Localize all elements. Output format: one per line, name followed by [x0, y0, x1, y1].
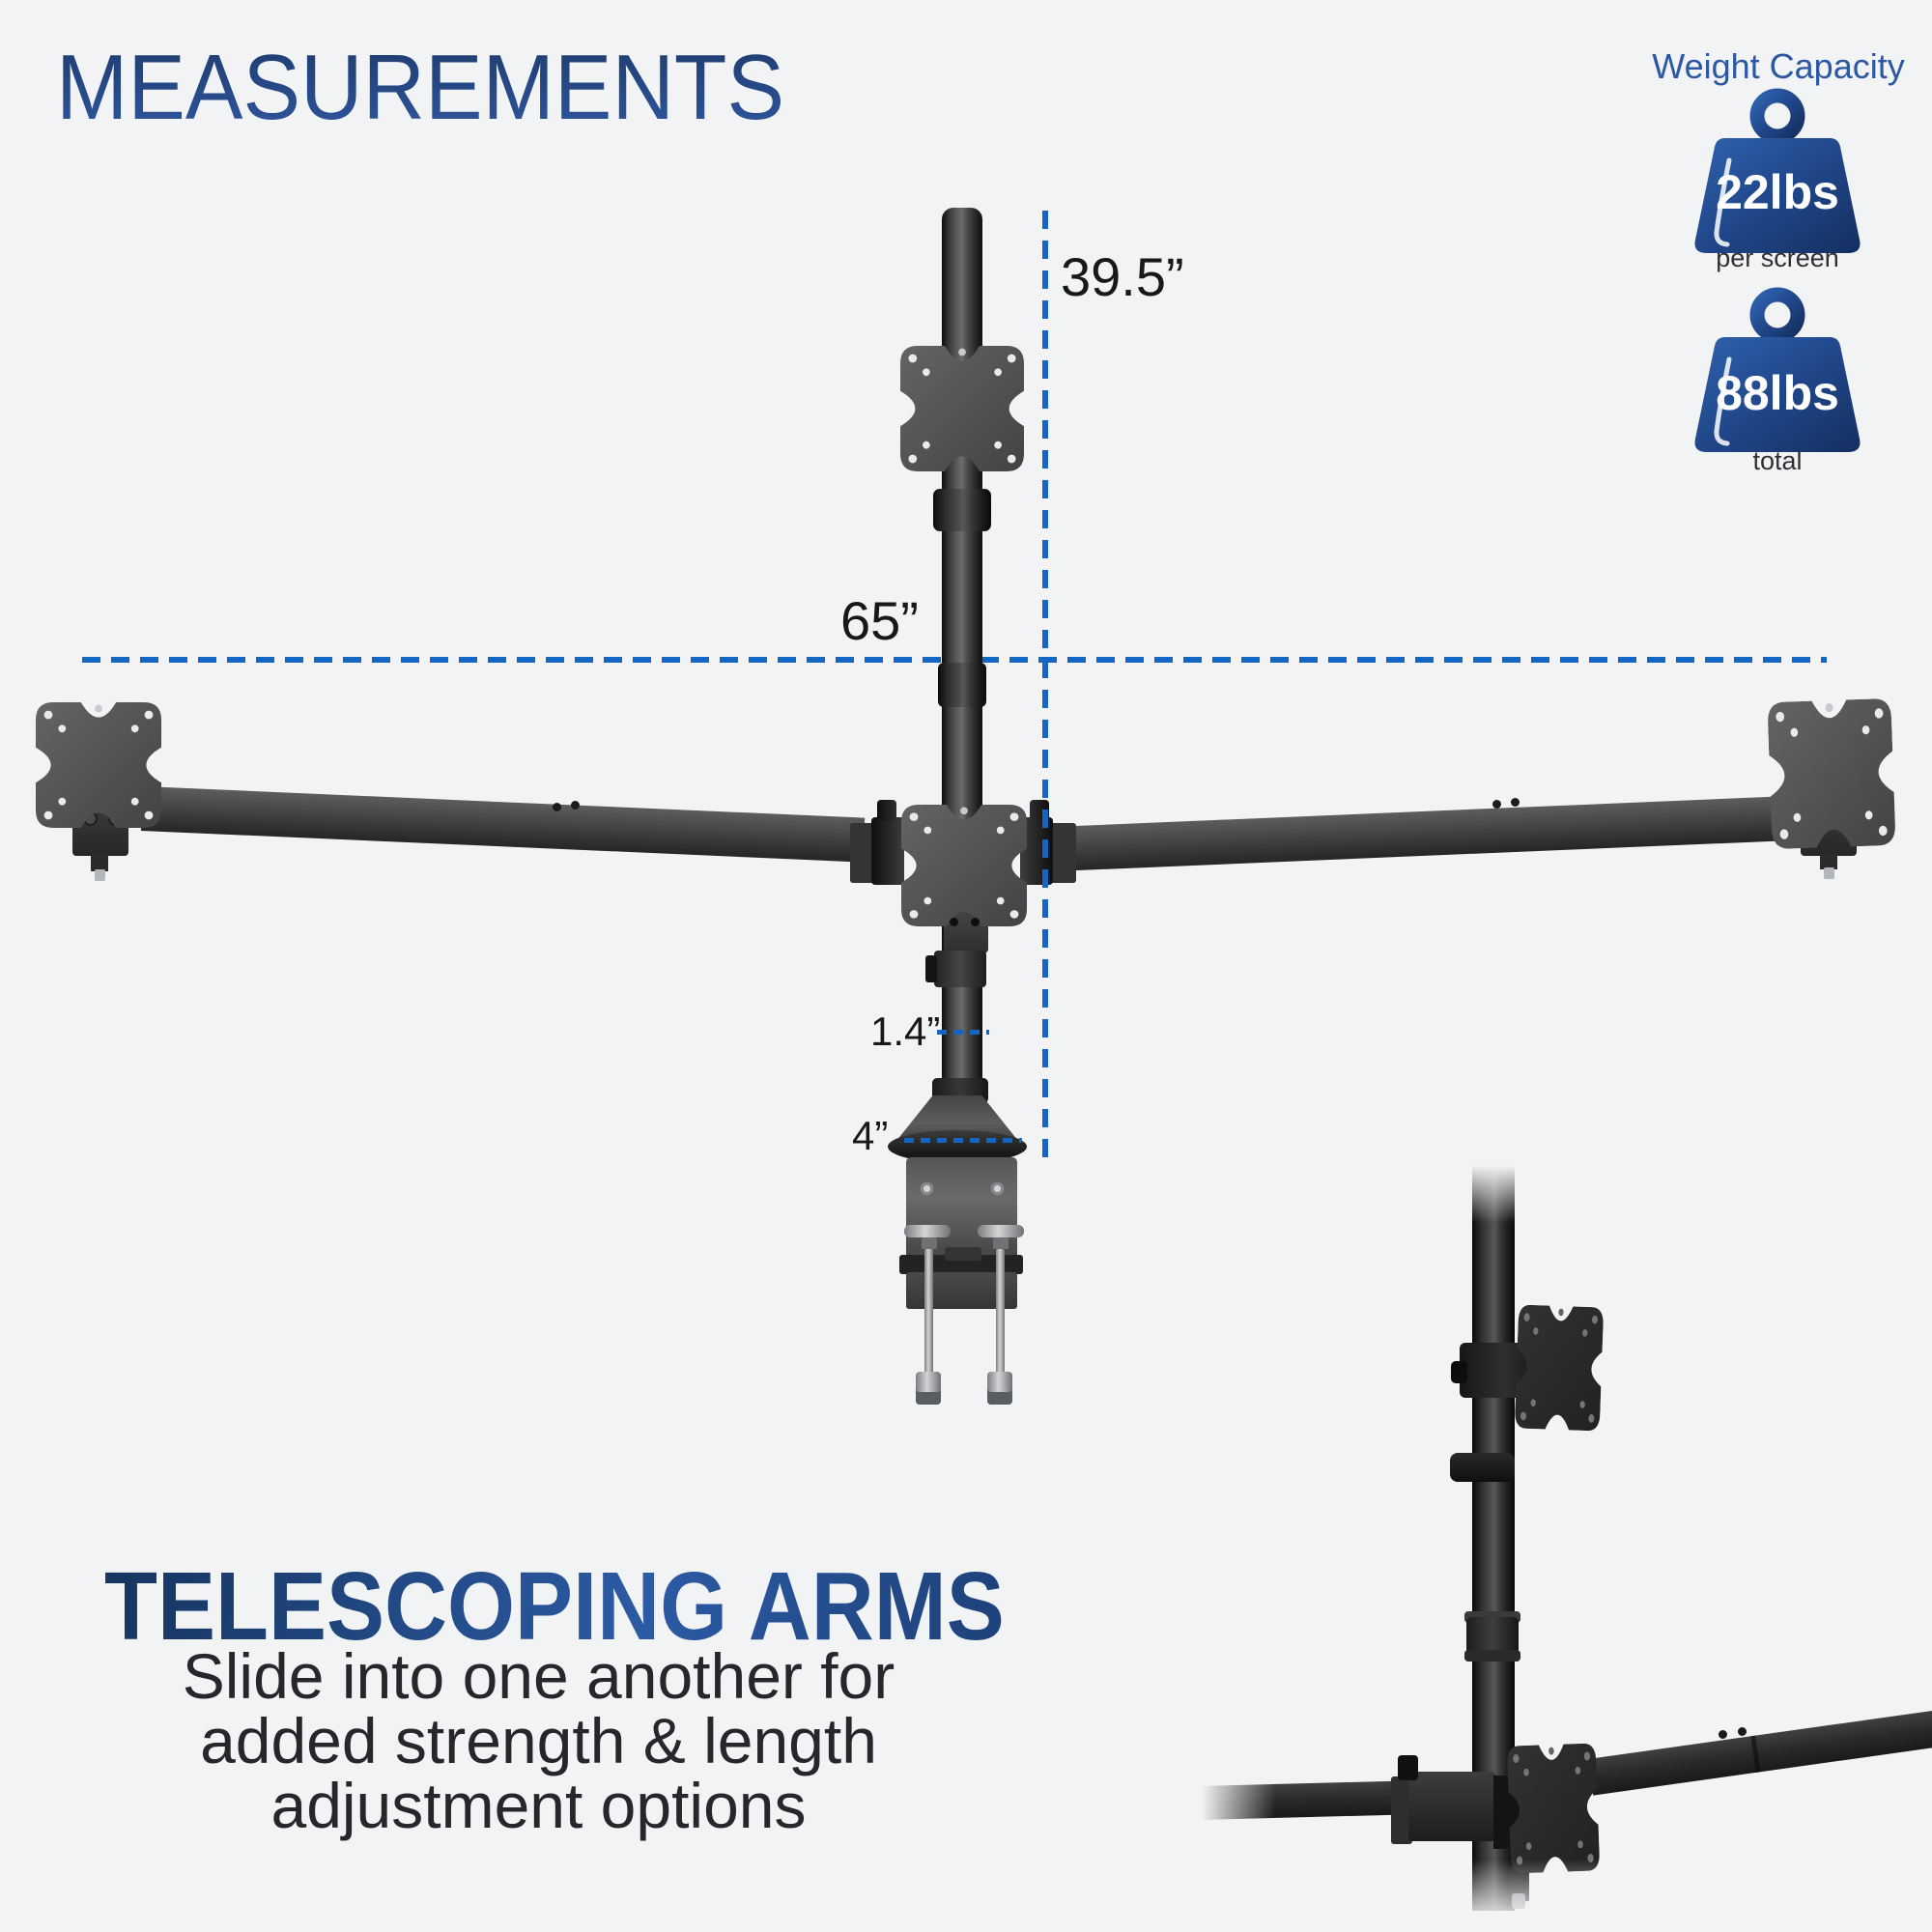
arm-bolt [1511, 798, 1520, 807]
arm-telescope-seam [1750, 1735, 1761, 1773]
bracket-stem-bolt [95, 869, 105, 881]
bracket-stem [1820, 854, 1837, 869]
height-dimension-line [1042, 211, 1048, 1165]
weight-per-screen-value: 22lbs [1716, 165, 1839, 219]
weight-per-screen-label: per screen [1716, 243, 1839, 272]
description-line: adjustment options [270, 1770, 807, 1841]
clamp-width-label: 4” [852, 1113, 889, 1158]
total-width-label: 65” [840, 590, 919, 651]
description-line: Slide into one another for [182, 1640, 895, 1712]
telescoping-description: Slide into one another for added strengt… [106, 1644, 971, 1838]
screw-collar [922, 1237, 937, 1249]
sleeve-clip [925, 955, 937, 982]
vesa-plate-left [36, 702, 161, 828]
clamp-hole [921, 1182, 933, 1195]
clamp-hinge-knob [1451, 1361, 1467, 1383]
closeup-bolt-tip [1512, 1893, 1525, 1909]
clamp-hole [991, 1182, 1004, 1195]
bracket-hole [971, 918, 980, 926]
vesa-plate-center [901, 805, 1027, 926]
bracket-stem-bolt [1824, 867, 1834, 879]
clamp-screw-rod [924, 1249, 933, 1377]
weight-total-value: 88lbs [1716, 366, 1839, 420]
pole-diameter-label: 1.4” [870, 1009, 941, 1054]
right-arm-end-plate [1049, 823, 1076, 883]
bracket-hole [950, 918, 958, 926]
description-line: added strength & length [200, 1705, 877, 1776]
arm-bolt [1492, 800, 1501, 809]
clamp-screw-rod [996, 1249, 1005, 1377]
arm-bolt [1738, 1727, 1747, 1736]
telescoping-title: TELESCOPING ARMS [104, 1552, 1005, 1661]
closeup-arm-end-plate [1391, 1776, 1412, 1844]
clamp-screw-handle [978, 1225, 1024, 1237]
arm-bolt [1719, 1730, 1727, 1739]
weight-total-label: total [1752, 446, 1803, 475]
left-arm-bracket [871, 817, 904, 885]
vesa-plate-right [1767, 697, 1896, 850]
bracket-bolt [877, 800, 896, 821]
lower-sleeve [934, 951, 986, 987]
closeup-clamp-bolt [1398, 1755, 1418, 1780]
clamp-screw-foot [987, 1372, 1012, 1405]
closeup-arm-clamp [1408, 1772, 1495, 1841]
closeup-pole-collar [1450, 1453, 1515, 1482]
clamp-width-line [904, 1138, 1022, 1143]
vesa-plate-top [900, 346, 1024, 471]
closeup-vesa-plate-center [1506, 1743, 1601, 1874]
arm-bolt [553, 803, 561, 811]
weight-capacity-heading: Weight Capacity [1652, 46, 1905, 86]
page-title: MEASUREMENTS [56, 36, 784, 139]
pole-joint-collar [938, 663, 986, 707]
screw-collar [993, 1237, 1009, 1249]
arm-bolt [571, 801, 580, 810]
clamp-screw-handle [904, 1225, 951, 1237]
closeup-vesa-plate-upper [1514, 1304, 1605, 1432]
pole-height-label: 39.5” [1061, 246, 1184, 307]
clamp-screw-foot [916, 1372, 941, 1405]
left-arm-end-plate [850, 823, 875, 883]
closeup-telescope-ridge [1464, 1650, 1520, 1662]
clamp-slot [945, 1247, 981, 1261]
pole-joint-collar [933, 489, 991, 531]
pole-diameter-line [937, 1030, 989, 1035]
bracket-stem [91, 854, 108, 871]
